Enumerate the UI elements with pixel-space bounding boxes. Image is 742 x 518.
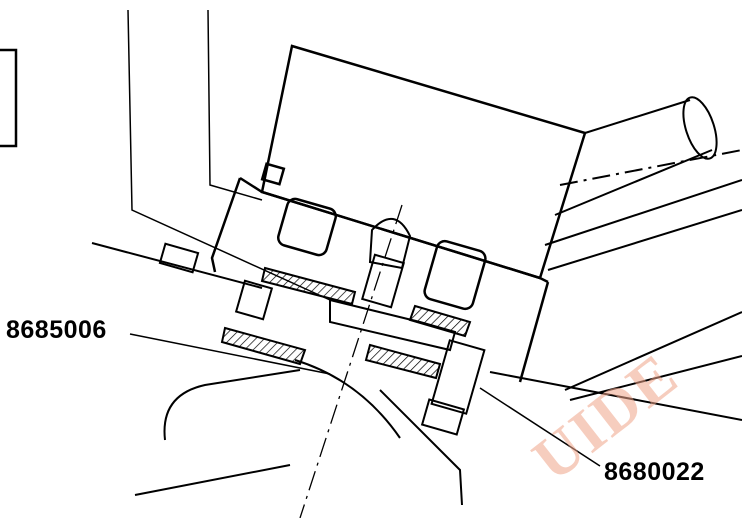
- support-plate: [91, 242, 742, 421]
- mount-housing: [210, 44, 587, 383]
- part-number-label-right: 8680022: [604, 458, 705, 486]
- central-stud: [220, 218, 472, 380]
- mounting-bolts: [158, 242, 486, 436]
- leader-lines: [127, 9, 601, 467]
- lower-bracket: [134, 359, 463, 506]
- part-number-label-left: 8685006: [6, 316, 107, 344]
- exhaust-pipe: [544, 96, 742, 271]
- center-axis: [299, 204, 403, 518]
- frame-box: [0, 48, 18, 148]
